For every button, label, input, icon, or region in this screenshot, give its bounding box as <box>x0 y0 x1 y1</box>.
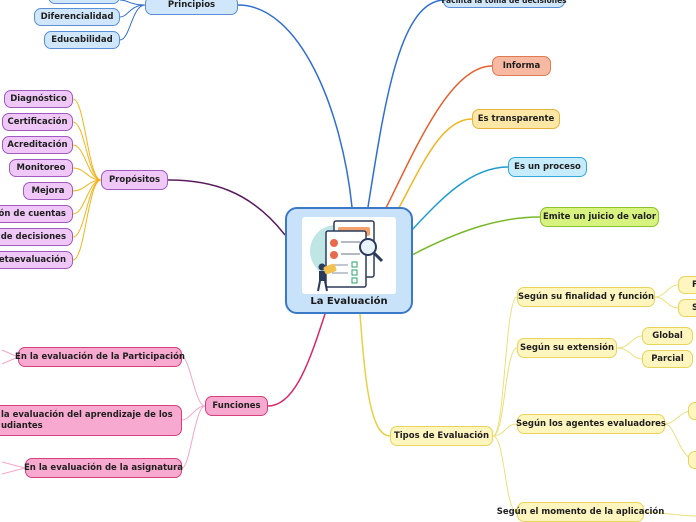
node-acreditacion[interactable]: Acreditación <box>2 136 73 154</box>
node-segun-momento[interactable]: Según el momento de la aplicación <box>497 502 664 522</box>
link-principios-child <box>119 4 146 18</box>
node-extension-parcial[interactable]: Parcial <box>642 350 693 368</box>
evaluation-clipboard-illustration-icon <box>302 217 396 294</box>
node-eval-aprendizaje-line1: la evaluación del aprendizaje de los <box>1 409 173 420</box>
node-segun-agentes[interactable]: Según los agentes evaluadores <box>516 414 666 434</box>
link-funciones <box>267 313 326 407</box>
node-agentes-child-2[interactable] <box>688 451 696 469</box>
node-tipos-evaluacion[interactable]: Tipos de Evaluación <box>390 426 493 446</box>
link-informa <box>384 65 493 211</box>
link-facilita <box>367 0 446 208</box>
node-es-un-proceso[interactable]: Es un proceso <box>508 157 587 177</box>
node-monitoreo[interactable]: Monitoreo <box>9 159 73 177</box>
node-emite-juicio[interactable]: Emite un juicio de valor <box>540 207 659 227</box>
node-segun-extension[interactable]: Según su extensión <box>517 338 617 358</box>
link-transparente <box>394 118 473 216</box>
link-tipos <box>359 313 391 437</box>
node-eval-aprendizaje[interactable]: la evaluación del aprendizaje de los udi… <box>0 405 182 436</box>
link-principios-child <box>119 0 146 6</box>
node-funciones[interactable]: Funciones <box>205 396 268 416</box>
node-metaevaluacion[interactable]: Metaevaluación <box>0 251 73 269</box>
node-eval-asignatura[interactable]: En la evaluación de la asignatura <box>24 458 183 478</box>
node-finalidad-s[interactable]: S <box>678 299 696 317</box>
node-es-transparente[interactable]: Es transparente <box>472 109 560 129</box>
link-principios-child <box>119 4 146 41</box>
node-educabilidad[interactable]: Educabilidad <box>44 31 120 49</box>
central-title: La Evaluación <box>310 296 388 307</box>
node-principios[interactable]: Principios <box>145 0 238 15</box>
node-agentes-child-1[interactable] <box>688 402 696 420</box>
node-facilita[interactable]: Facilita la toma de decisiones <box>441 0 567 8</box>
link-propositos <box>167 179 286 236</box>
link-juicio <box>411 216 541 256</box>
node-rendicion-cuentas[interactable]: ción de cuentas <box>0 205 73 223</box>
link-principios <box>237 4 353 208</box>
node-propositos[interactable]: Propósitos <box>101 170 168 190</box>
node-segun-finalidad[interactable]: Según su finalidad y función <box>517 287 655 307</box>
central-node[interactable]: La Evaluación <box>285 207 413 314</box>
node-diagnostico[interactable]: Diagnóstico <box>4 90 73 108</box>
node-toma-decisiones[interactable]: na de decisiones <box>0 228 73 246</box>
node-principios-top-partial[interactable] <box>48 0 120 4</box>
link-proceso <box>409 166 509 233</box>
node-mejora[interactable]: Mejora <box>23 182 73 200</box>
node-extension-global[interactable]: Global <box>642 327 693 345</box>
node-certificacion[interactable]: Certificación <box>2 113 73 131</box>
node-finalidad-f[interactable]: F <box>678 276 696 294</box>
node-informa[interactable]: Informa <box>492 56 551 76</box>
node-eval-aprendizaje-line2: udiantes <box>1 420 43 431</box>
node-diferencialidad[interactable]: Diferencialidad <box>34 8 120 26</box>
node-eval-participacion[interactable]: En la evaluación de la Participación <box>15 347 185 367</box>
